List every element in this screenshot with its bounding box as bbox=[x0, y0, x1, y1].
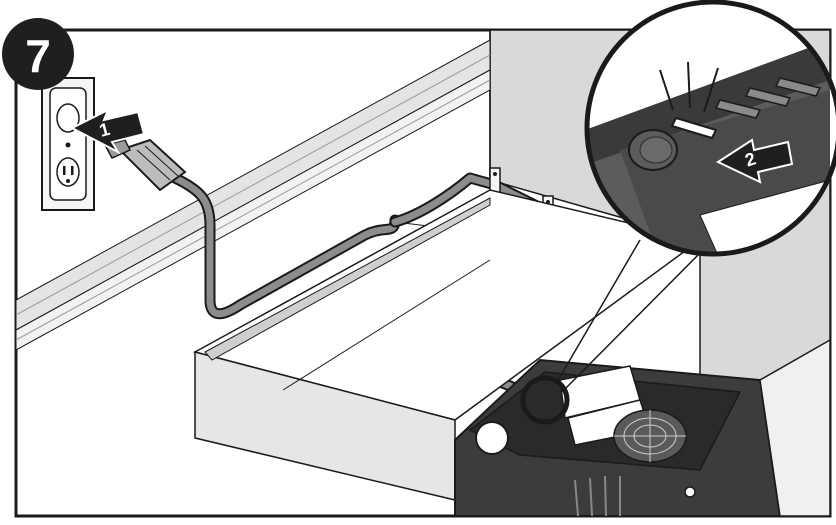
callout-line-2 bbox=[561, 247, 706, 393]
unit-vent-fins bbox=[574, 475, 696, 517]
pump-unit bbox=[454, 338, 831, 517]
step-badge: 7 bbox=[2, 18, 74, 90]
arrow-1-label: 1 bbox=[97, 119, 112, 141]
fan-grille-icon bbox=[613, 409, 687, 463]
arrow-1: 1 bbox=[69, 107, 146, 155]
step-number: 7 bbox=[25, 30, 51, 82]
discharge-tube bbox=[759, 338, 831, 517]
outlet-icon bbox=[41, 77, 95, 211]
power-indicator-light bbox=[670, 116, 718, 140]
callout-source-circle bbox=[520, 375, 570, 425]
inlet-port bbox=[475, 421, 509, 455]
callout-line-1 bbox=[556, 239, 641, 383]
arrow-2: 2 bbox=[715, 138, 794, 184]
magnifier-callout bbox=[584, 0, 836, 257]
wall-baseboard bbox=[15, 39, 491, 351]
light-rays-icon bbox=[659, 61, 719, 113]
